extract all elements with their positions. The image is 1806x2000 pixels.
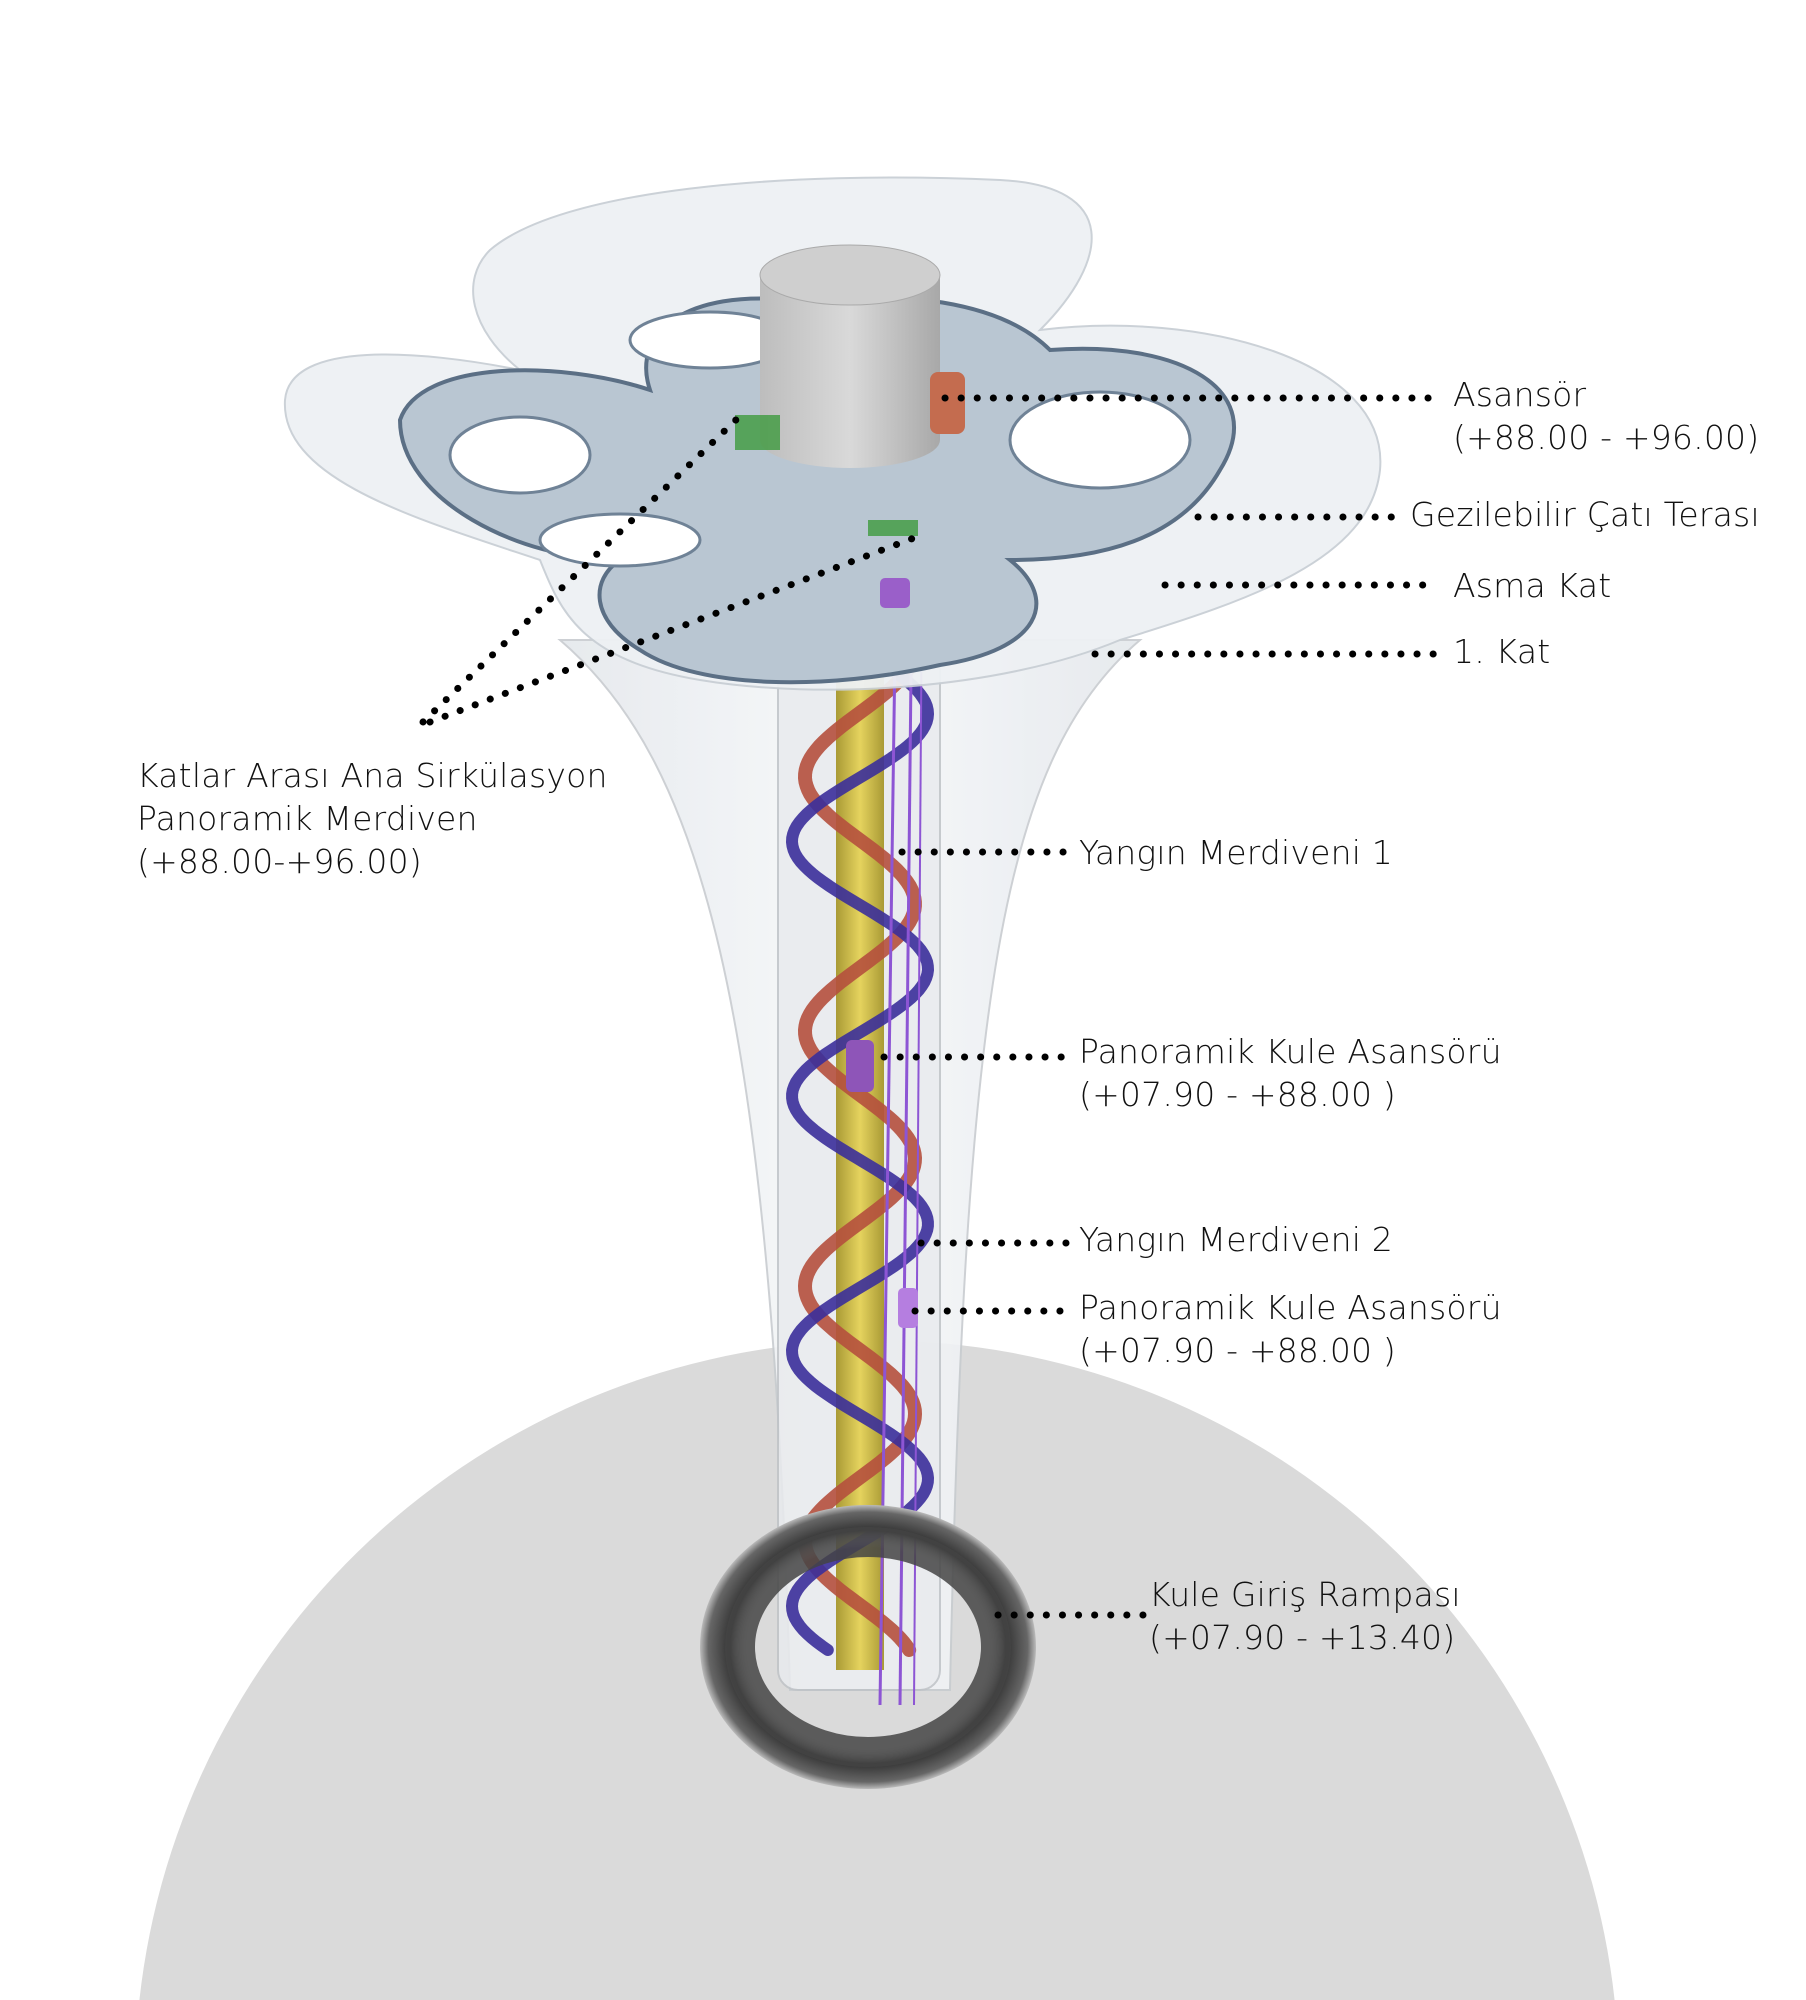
- helical-stairs: [785, 643, 935, 1657]
- roof-elevator: [930, 372, 965, 434]
- label-rampa-name: Kule Giriş Rampası: [1149, 1575, 1461, 1614]
- label-merdiven-line1: Katlar Arası Ana Sirkülasyon: [137, 756, 608, 795]
- label-asansor-name: Asansör: [1453, 375, 1587, 414]
- fire-escape-stair-2: [797, 643, 923, 1657]
- panoramic-stair: [868, 520, 918, 536]
- label-kule-asansoru-1: Panoramik Kule Asansörü (+07.90 - +88.00…: [1079, 1030, 1502, 1116]
- leader-merdiven-b: [426, 532, 923, 726]
- label-kule-asansoru-1-range: (+07.90 - +88.00 ): [1079, 1075, 1396, 1114]
- label-asansor-range: (+88.00 - +96.00): [1453, 418, 1760, 457]
- terrace-opening: [1008, 390, 1192, 490]
- label-rampa: Kule Giriş Rampası (+07.90 - +13.40): [1149, 1573, 1461, 1659]
- elevator-core-cylinder: [760, 275, 940, 468]
- label-rampa-range: (+07.90 - +13.40): [1149, 1618, 1456, 1657]
- elevator-cabin: [846, 1040, 874, 1092]
- panoramic-stair: [735, 415, 780, 450]
- label-asma-kat: Asma Kat: [1453, 566, 1612, 605]
- label-merdiven-line2: Panoramik Merdiven: [137, 799, 478, 838]
- fire-escape-stair-1: [785, 644, 935, 1656]
- label-kule-asansoru-2-range: (+07.90 - +88.00 ): [1079, 1331, 1396, 1370]
- label-yangin-1: Yangın Merdiveni 1: [1079, 833, 1394, 872]
- label-1-kat: 1. Kat: [1453, 632, 1551, 671]
- terrace-opening: [448, 415, 592, 495]
- elevator-core-top: [759, 244, 941, 306]
- label-merdiven-range: (+88.00-+96.00): [137, 842, 422, 881]
- terrace-opening: [538, 512, 702, 568]
- label-asansor: Asansör (+88.00 - +96.00): [1453, 373, 1759, 459]
- label-panoramik-merdiven: Katlar Arası Ana Sirkülasyon Panoramik M…: [137, 754, 608, 883]
- elevator-cabin: [898, 1288, 918, 1328]
- label-kule-asansoru-2: Panoramik Kule Asansörü (+07.90 - +88.00…: [1079, 1286, 1502, 1372]
- label-kule-asansoru-2-name: Panoramik Kule Asansörü: [1079, 1288, 1502, 1327]
- ramp-surface: [725, 1527, 1011, 1767]
- leader-merdiven-a: [419, 411, 745, 726]
- label-kule-asansoru-1-name: Panoramik Kule Asansörü: [1079, 1032, 1502, 1071]
- label-cati-terasi: Gezilebilir Çatı Terası: [1410, 495, 1760, 534]
- label-yangin-2: Yangın Merdiveni 2: [1079, 1220, 1394, 1259]
- elevator-top: [880, 578, 910, 608]
